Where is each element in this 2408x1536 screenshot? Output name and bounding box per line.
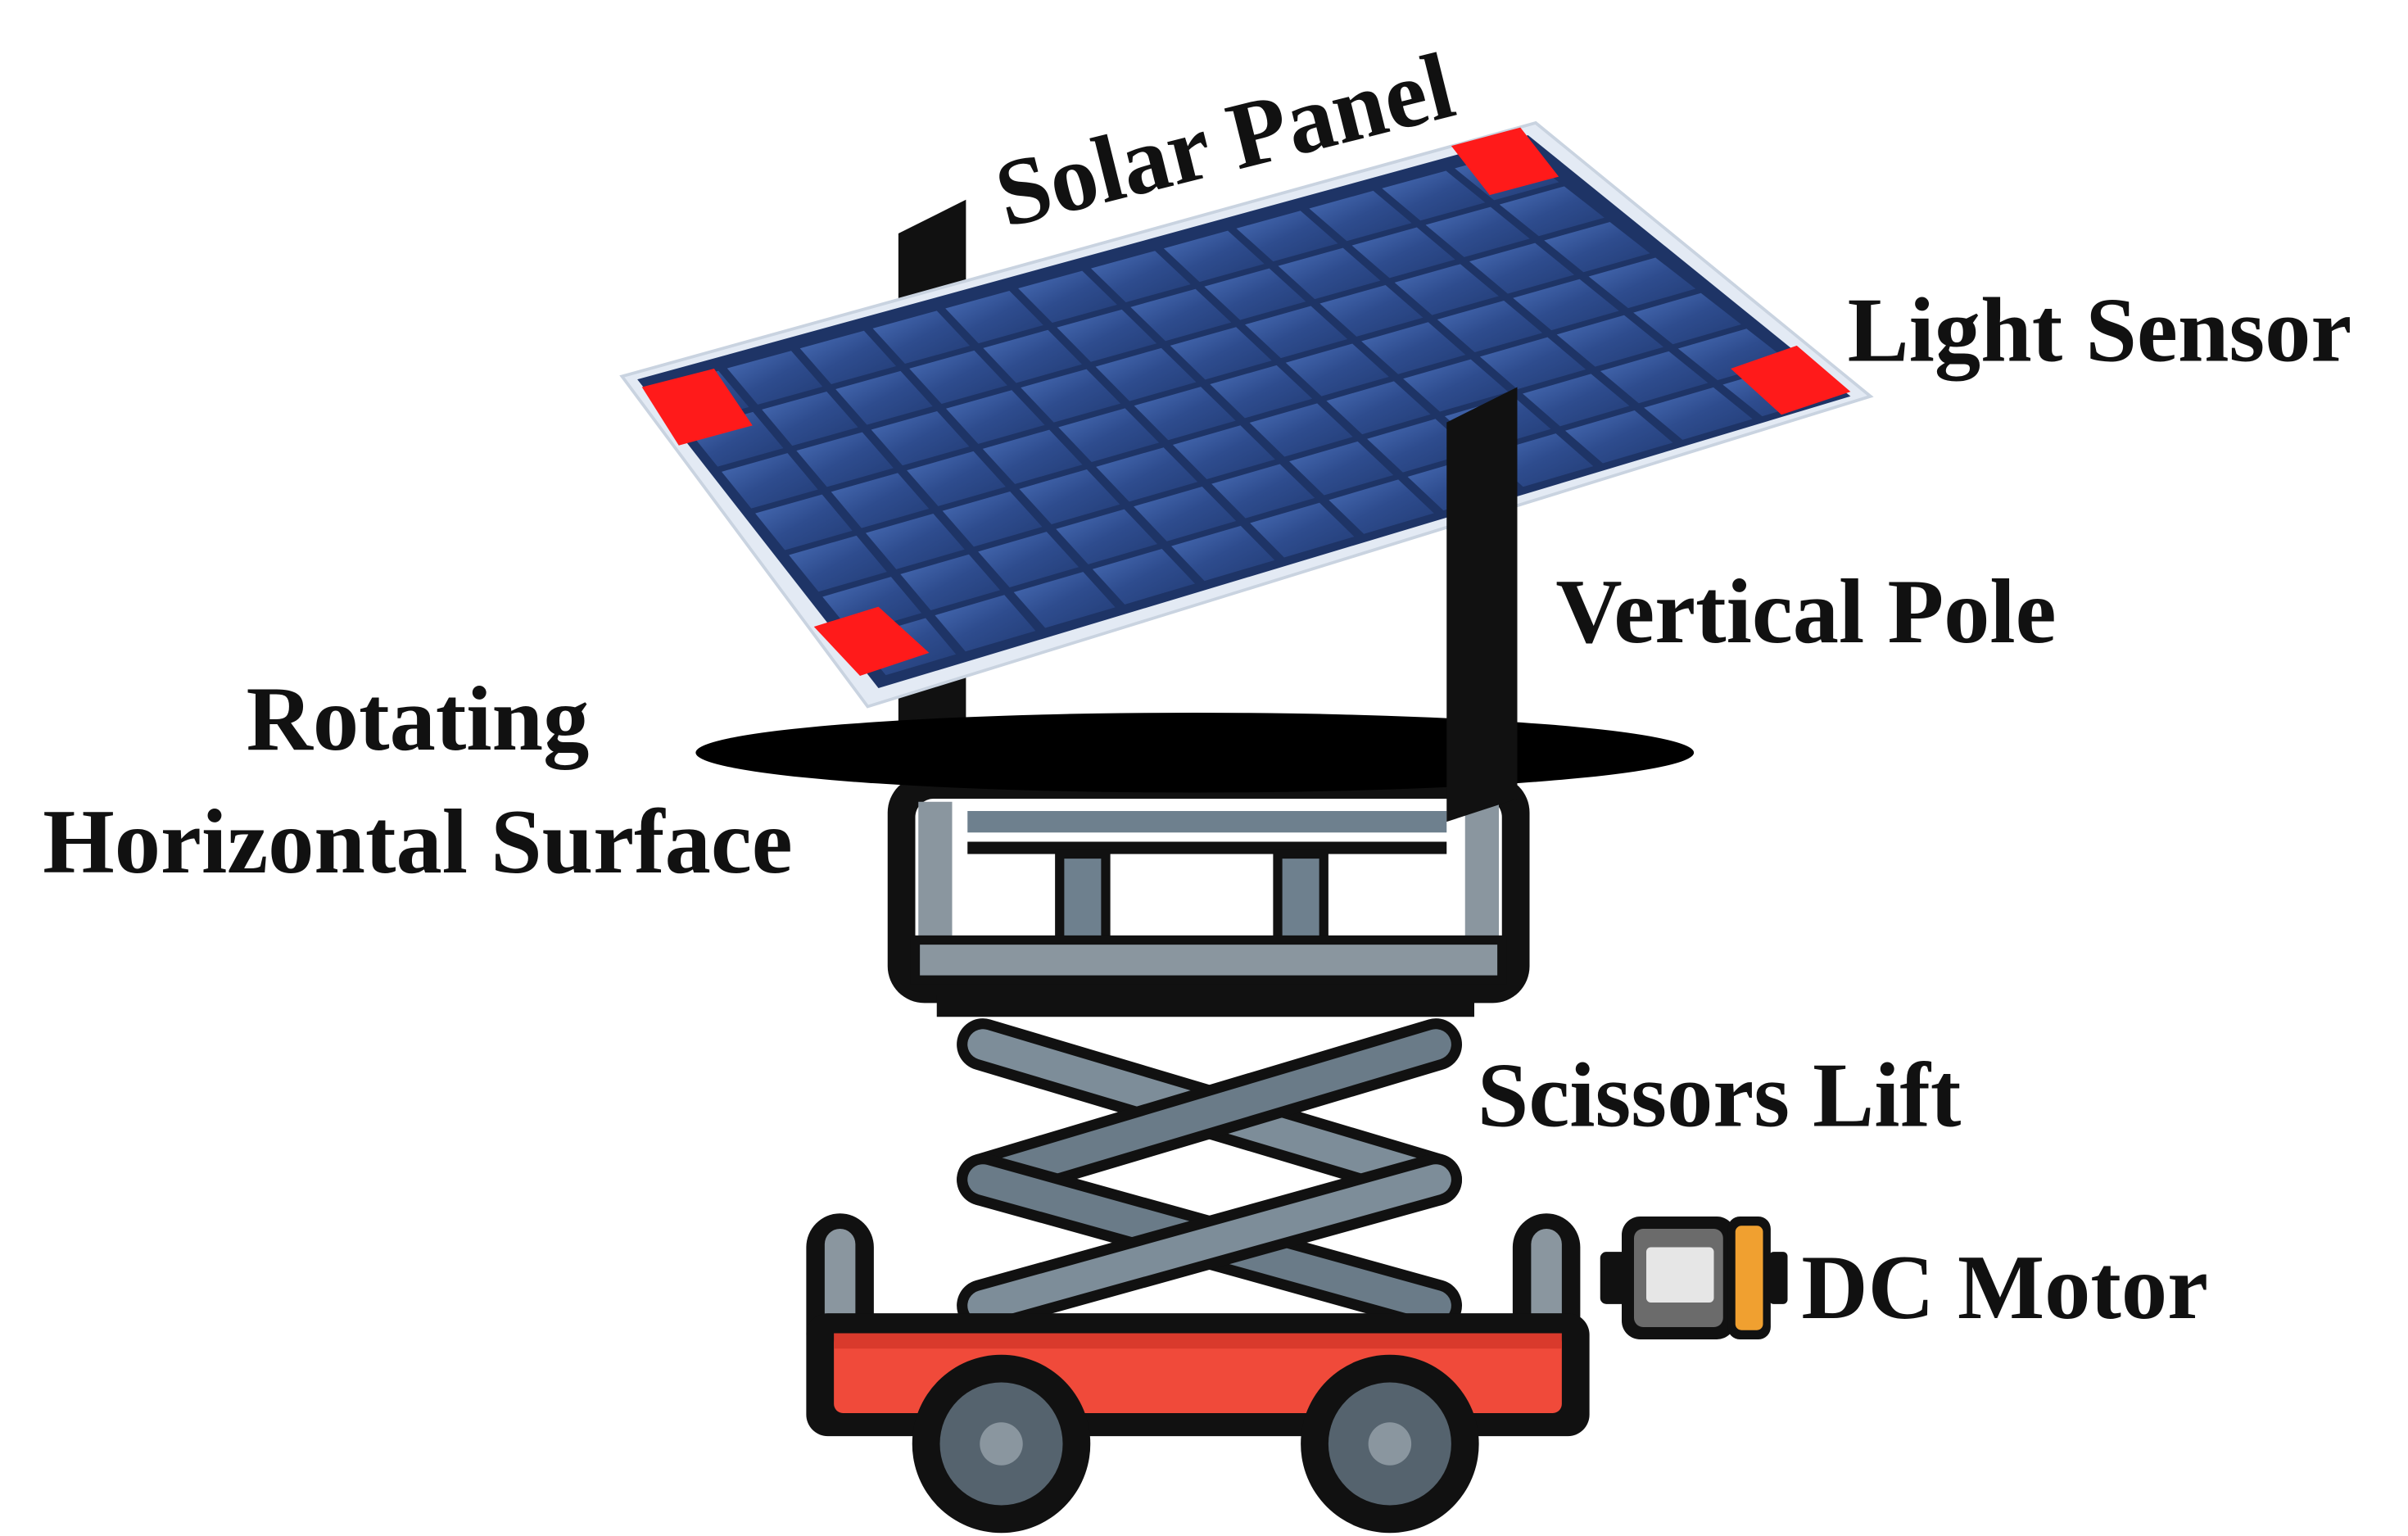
solar-cell [1021, 369, 1120, 423]
solar-cell [1130, 288, 1232, 342]
solar-cell [1134, 387, 1236, 441]
solar-cell [871, 410, 970, 466]
solar-cell [799, 330, 897, 384]
solar-cell [1250, 502, 1355, 558]
rotating-label-line2: Horizontal Surface [43, 791, 792, 893]
solar-cell [900, 554, 1000, 610]
solar-cell [762, 391, 858, 446]
solar-cell [1479, 337, 1586, 390]
solar-cell [946, 390, 1045, 444]
solar-cell [1469, 242, 1575, 294]
solar-cell [1057, 309, 1157, 362]
wheel [1301, 1354, 1479, 1534]
solar-cell [907, 451, 1006, 506]
solar-cell [835, 370, 933, 425]
solar-cell [1134, 487, 1237, 541]
solar-cell [1018, 270, 1117, 323]
solar-cell [1361, 322, 1466, 374]
solar-cell [726, 351, 823, 405]
solar-cell [1600, 351, 1709, 404]
solar-cell [1394, 264, 1499, 315]
solar-cell [1170, 327, 1272, 380]
solar-cell [1210, 365, 1313, 419]
solar-cell [1633, 292, 1741, 345]
rotating-horizontal-surface [695, 713, 1695, 793]
solar-cell [1544, 221, 1650, 273]
solar-cell [1588, 257, 1696, 309]
solar-cell [1092, 548, 1195, 605]
solar-cell [1565, 410, 1673, 464]
solar-cell [1278, 247, 1381, 300]
solar-cell [831, 473, 930, 528]
solar-cell [1056, 509, 1157, 564]
vertical-pole-label: Vertical Pole [1555, 561, 2056, 663]
solar-cell [872, 310, 971, 364]
solar-cell [1211, 464, 1315, 519]
solar-cell [865, 514, 965, 569]
solar-cell [1095, 347, 1197, 401]
solar-cell [1523, 374, 1630, 427]
solar-cell [722, 453, 818, 509]
solar-cell [1091, 251, 1191, 302]
solar-cell [1245, 306, 1348, 359]
solar-cell [1382, 170, 1486, 221]
solar-cell [978, 532, 1079, 587]
solar-cell [1328, 479, 1434, 534]
solar-cell [935, 595, 1036, 652]
solar-cell [1556, 315, 1663, 367]
solar-cell [1403, 359, 1509, 412]
vertical-pole-front [1446, 387, 1518, 822]
solar-cell [1171, 525, 1275, 582]
solar-cell [1236, 211, 1338, 262]
wheel [912, 1354, 1091, 1534]
solar-cell [1326, 381, 1431, 435]
solar-cell [1437, 300, 1543, 352]
light-sensor-label: Light Sensor [1848, 280, 2352, 382]
light-sensor-icon [641, 369, 753, 446]
rotating-label-line1: Rotating [247, 668, 590, 770]
scissors-lift-icon [806, 775, 1590, 1534]
light-sensor-icon [1731, 345, 1851, 415]
dc-motor-label: DC Motor [1801, 1237, 2208, 1339]
solar-cell [1319, 285, 1424, 337]
solar-cell [1425, 206, 1530, 257]
solar-cell [789, 535, 887, 592]
solar-cell [1163, 230, 1265, 283]
solar-cell [796, 432, 894, 487]
solar-cell [1019, 469, 1120, 524]
solar-cell [1513, 279, 1619, 331]
solar-cell [909, 350, 1007, 404]
solar-cell [1309, 190, 1412, 242]
solar-cell [1172, 425, 1275, 479]
solar-cell [983, 329, 1082, 383]
solar-cell [1249, 403, 1353, 457]
solar-cell [1289, 441, 1394, 496]
solar-cell [1013, 572, 1116, 628]
scissor-arms [957, 1018, 1462, 1332]
light-sensor-icon [813, 606, 930, 676]
solar-cell [1367, 419, 1473, 473]
light-sensor-icon [1451, 127, 1559, 196]
solar-cell [1351, 227, 1455, 279]
solar-cell [1096, 447, 1198, 502]
solar-cell [945, 290, 1043, 344]
scissors-lift-label: Scissors Lift [1478, 1044, 1962, 1146]
solar-cell [1499, 186, 1605, 237]
solar-cell [1644, 387, 1753, 440]
solar-cell [982, 429, 1083, 484]
solar-cell [1204, 268, 1306, 320]
solar-cell [1058, 408, 1160, 462]
solar-cell [1285, 343, 1389, 396]
dc-motor-icon [1600, 1217, 1788, 1339]
solar-cell [755, 494, 853, 551]
solar-cell [942, 492, 1043, 547]
